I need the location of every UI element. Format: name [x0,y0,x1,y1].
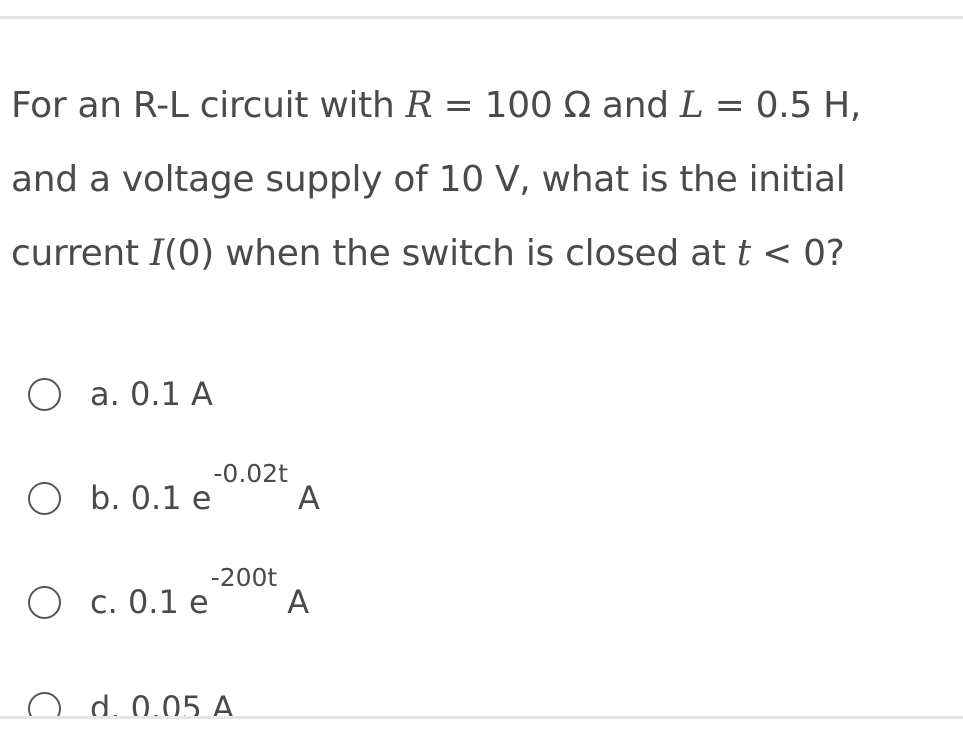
option-c-label: c. 0.1 e-200tA [90,563,310,621]
radio-button-icon[interactable] [28,691,61,717]
option-c-base: c. 0.1 e [90,583,209,621]
option-b-exponent: -0.02t [213,459,288,488]
question-text-segment: current [11,233,150,274]
question-line-3: current I(0) when the switch is closed a… [11,217,951,291]
question-text: For an R-L circuit with R = 100 Ω and L … [11,69,951,291]
variable-r: R [405,85,433,126]
option-c[interactable]: c. 0.1 e-200tA [28,563,310,632]
radio-button-icon[interactable] [28,585,61,619]
option-d-label: d. 0.05 A [90,689,234,717]
radio-button-icon[interactable] [28,481,61,515]
option-d[interactable]: d. 0.05 A [28,678,234,717]
bottom-divider [0,716,963,719]
top-divider [0,16,963,19]
option-b-base: b. 0.1 e [90,479,212,517]
option-a-label: a. 0.1 A [90,375,213,413]
question-line-1: For an R-L circuit with R = 100 Ω and L … [11,69,951,143]
option-c-exponent: -200t [210,563,278,592]
variable-t: t [736,233,751,274]
question-text-segment: (0) when the switch is closed at [163,233,737,274]
question-line-2: and a voltage supply of 10 V, what is th… [11,159,846,200]
variable-l: L [679,85,704,126]
question-text-segment: = 0.5 H, [703,85,862,126]
option-c-unit: A [287,583,310,621]
question-text-segment: For an R-L circuit with [11,85,406,126]
question-text-segment: < 0? [750,233,845,274]
answer-options: a. 0.1 A b. 0.1 e-0.02tA c. 0.1 e-200tA … [28,364,320,717]
option-b-label: b. 0.1 e-0.02tA [90,459,320,517]
option-b-unit: A [297,479,320,517]
question-text-segment: = 100 Ω and [432,85,680,126]
option-b[interactable]: b. 0.1 e-0.02tA [28,459,320,528]
variable-i: I [149,233,164,274]
radio-button-icon[interactable] [28,377,61,411]
option-a[interactable]: a. 0.1 A [28,364,213,424]
